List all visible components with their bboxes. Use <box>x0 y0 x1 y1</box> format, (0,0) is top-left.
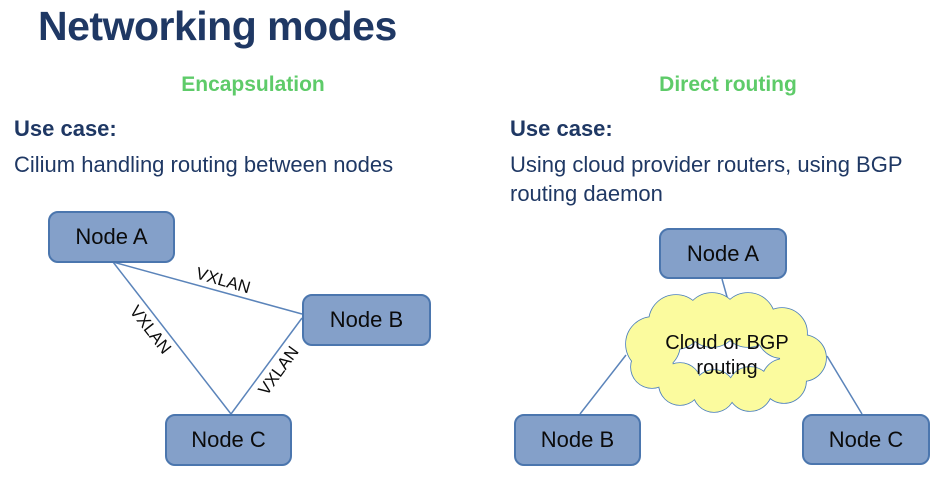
right-use-case: Use case: Using cloud provider routers, … <box>510 115 945 208</box>
left-use-case-text: Cilium handling routing between nodes <box>14 152 394 177</box>
right-use-case-text: Using cloud provider routers, using BGP … <box>510 152 903 206</box>
direct-routing-node-c: Node C <box>802 414 930 465</box>
right-use-case-label: Use case: <box>510 116 613 141</box>
left-use-case-label: Use case: <box>14 116 117 141</box>
link-node-a-node-c <box>112 261 232 415</box>
link-cloud-node-b <box>579 354 627 415</box>
direct-routing-node-b: Node B <box>514 414 641 466</box>
left-use-case: Use case: Cilium handling routing betwee… <box>14 115 464 179</box>
cloud-label-line2: routing <box>696 357 758 379</box>
encapsulation-heading: Encapsulation <box>181 73 325 96</box>
encapsulation-node-b: Node B <box>302 294 431 346</box>
cloud-label-line1: Cloud or BGP <box>665 332 789 354</box>
link-node-a-node-b <box>112 261 303 315</box>
cloud-label: Cloud or BGP routing <box>627 331 827 381</box>
encapsulation-node-a: Node A <box>48 211 175 263</box>
encapsulation-node-c: Node C <box>165 414 292 466</box>
direct-routing-node-a: Node A <box>659 228 787 279</box>
page-title: Networking modes <box>38 3 397 49</box>
link-cloud-node-c <box>826 355 863 415</box>
link-node-b-node-c <box>230 317 303 415</box>
direct-routing-heading: Direct routing <box>659 73 797 96</box>
